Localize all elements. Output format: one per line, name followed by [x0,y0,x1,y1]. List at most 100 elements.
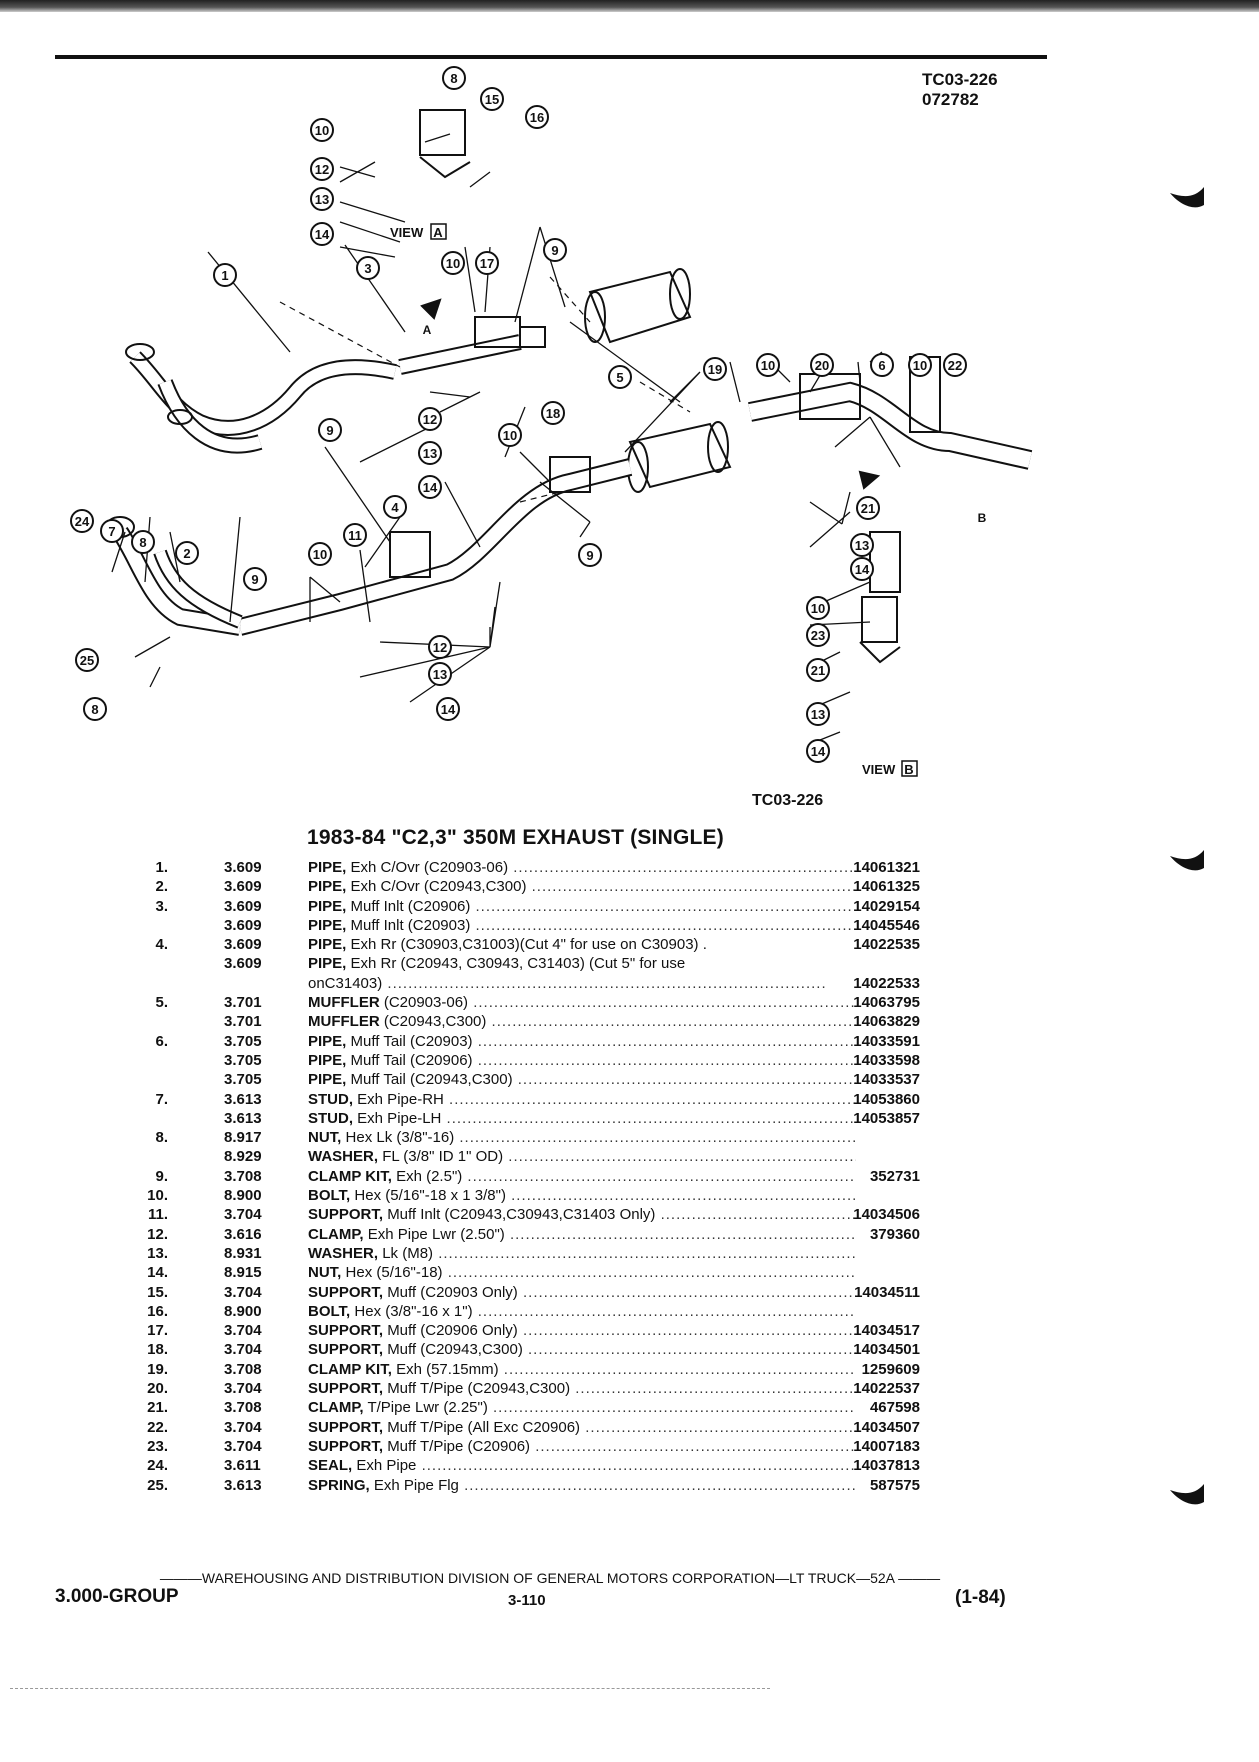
item-number: 24. [147,1457,168,1475]
callout-22: 22 [943,353,967,377]
svg-text:10: 10 [313,547,327,562]
part-name: SUPPORT, [308,1380,384,1398]
dot-leader [443,1264,856,1281]
callout-12b: 12 [418,407,442,431]
part-description: PIPE, Exh C/Ovr (C20903-06) [308,858,856,877]
callout-10c: 10 [756,353,780,377]
part-detail: Exh Pipe Lwr (2.50") [367,1225,505,1243]
part-name: CLAMP KIT, [308,1360,392,1378]
view-a-letter: A [433,225,443,240]
part-description: PIPE, Muff Tail (C20906) [308,1051,856,1070]
callout-9b: 9 [318,418,342,442]
part-detail: Exh C/Ovr (C20943,C300) [350,878,527,896]
group-number: 3.609 [224,878,262,896]
dot-leader [518,1322,856,1339]
callout-9a: 9 [543,238,567,262]
group-number: 3.708 [224,1360,262,1378]
part-description: SUPPORT, Muff Inlt (C20943,C30943,C31403… [308,1205,856,1224]
part-detail: Muff Inlt (C20903) [350,916,471,934]
group-number: 8.915 [224,1264,262,1282]
part-detail: onC31403) [308,974,383,992]
part-name: SPRING, [308,1476,370,1494]
part-number: 14033598 [853,1051,920,1069]
item-number: 20. [147,1380,168,1398]
part-detail: Lk (M8) [382,1244,434,1262]
part-number: 379360 [869,1225,920,1243]
svg-text:13: 13 [855,538,869,553]
dot-leader [513,1071,856,1088]
group-number: 3.611 [224,1457,261,1475]
part-detail: Muff Tail (C20906) [350,1051,473,1069]
svg-text:9: 9 [251,572,258,587]
group-number: 3.704 [224,1380,262,1398]
part-name: PIPE, [308,936,347,954]
part-description: SUPPORT, Muff (C20906 Only) [308,1321,856,1340]
callout-13c: 13 [850,533,874,557]
part-description: SEAL, Exh Pipe [308,1456,856,1475]
svg-text:8: 8 [450,71,457,86]
dot-leader [655,1206,856,1223]
part-detail: FL (3/8" ID 1" OD) [382,1148,504,1166]
part-name: PIPE, [308,1032,347,1050]
part-number: 14063829 [853,1013,920,1031]
group-number: 3.704 [224,1283,262,1301]
part-description: CLAMP, Exh Pipe Lwr (2.50") [308,1225,856,1244]
header-rule [55,55,1047,59]
callout-8a: 8 [442,66,466,90]
item-number: 9. [155,1167,168,1185]
svg-text:10: 10 [503,428,517,443]
svg-text:8: 8 [91,702,98,717]
dot-leader [433,1245,856,1262]
part-number: 14022535 [853,936,920,954]
muffler-lower [628,422,732,489]
part-description: BOLT, Hex (5/16"-18 x 1 3/8") [308,1186,856,1205]
part-number: 14034511 [854,1283,920,1301]
part-name: PIPE, [308,859,347,876]
part-detail: Hex Lk (3/8"-16) [345,1129,455,1147]
part-name: WASHER, [308,1148,379,1166]
callout-4: 4 [383,495,407,519]
group-number: 3.609 [224,936,262,954]
svg-text:8: 8 [139,535,146,550]
dot-leader [473,1033,856,1050]
part-number: 14034501 [853,1341,920,1359]
part-name: CLAMP, [308,1399,364,1417]
part-number: 14037813 [853,1457,920,1475]
svg-text:16: 16 [530,110,544,125]
svg-text:14: 14 [441,702,456,717]
group-number: 3.705 [224,1051,262,1069]
part-number: 14053860 [853,1090,920,1108]
part-name: SUPPORT, [308,1322,384,1340]
item-number: 1. [155,859,168,876]
part-name: PIPE, [308,878,347,896]
callout-10a: 10 [310,118,334,142]
callout-8b: 8 [131,530,155,554]
svg-text:15: 15 [485,92,499,107]
scan-top-edge [0,0,1259,12]
callout-14d: 14 [436,697,460,721]
part-description: SUPPORT, Muff T/Pipe (C20906) [308,1437,856,1456]
part-detail: (C20943,C300) [383,1013,487,1031]
part-number: 587575 [869,1476,920,1494]
dot-leader [468,994,856,1011]
part-name: MUFFLER [308,994,380,1012]
dot-leader [518,1284,856,1301]
margin-binding-mark [1170,187,1204,208]
svg-text:14: 14 [315,227,330,242]
item-number: 22. [147,1418,168,1436]
callout-16: 16 [525,105,549,129]
dot-leader [486,1013,856,1030]
group-number: 3.705 [224,1071,262,1089]
item-number: 14. [147,1264,168,1282]
exhaust-diagram-svg: 8 15 16 10 12 13 14 VIEW A 1 3 10 17 9 A… [70,66,1033,777]
group-number: 3.613 [224,1109,262,1127]
